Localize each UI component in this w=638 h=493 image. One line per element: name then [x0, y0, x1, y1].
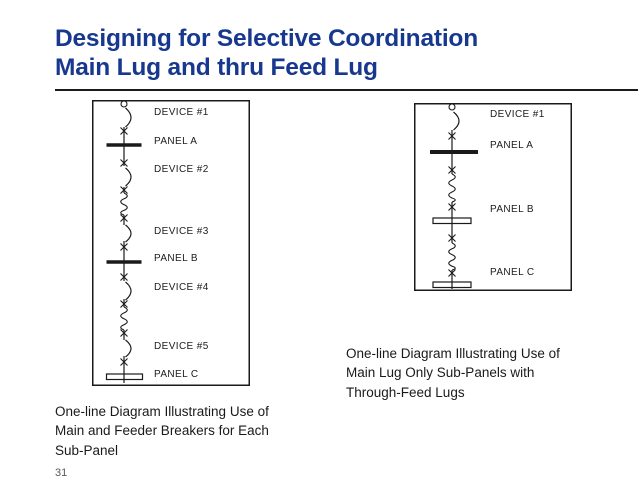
breaker-arc-icon-device1	[453, 111, 460, 131]
caption-line: One-line Diagram Illustrating Use of	[346, 346, 560, 361]
panel-c-lug-rect	[105, 373, 144, 381]
left-diagram-border	[92, 100, 250, 386]
label-panel-b: PANEL B	[154, 253, 198, 264]
label-panel-a: PANEL A	[490, 140, 533, 151]
title-line-2: Main Lug and thru Feed Lug	[55, 54, 378, 81]
source-terminal-icon	[120, 100, 128, 108]
feeder-conductor-squiggle-2	[448, 242, 456, 271]
caption-line: Through-Feed Lugs	[346, 384, 465, 400]
right-one-line-diagram: DEVICE #1 PANEL A PANEL B PANEL C	[414, 103, 572, 291]
panel-c-lug-rect	[432, 281, 472, 289]
label-panel-c: PANEL C	[490, 267, 534, 278]
left-diagram-caption: One-line Diagram Illustrating Use of Mai…	[55, 402, 269, 460]
label-device-1: DEVICE #1	[154, 107, 209, 118]
breaker-arc-icon-device4	[125, 281, 132, 301]
breaker-arc-icon-device2	[125, 167, 132, 187]
feeder-conductor-squiggle-1	[120, 192, 128, 216]
label-device-1: DEVICE #1	[490, 109, 545, 120]
page-number: 31	[55, 467, 68, 479]
right-diagram-caption: One-line Diagram Illustrating Use of Mai…	[346, 344, 560, 402]
label-panel-a: PANEL A	[154, 136, 197, 147]
breaker-arc-icon-device1	[125, 107, 132, 128]
breaker-arc-icon-device3	[125, 224, 132, 243]
right-diagram-border	[414, 103, 572, 291]
slide-title: Designing for Selective Coordination Mai…	[55, 24, 478, 82]
label-device-2: DEVICE #2	[154, 164, 209, 175]
caption-line: Main Lug Only Sub-Panels with	[346, 365, 535, 381]
left-one-line-diagram: DEVICE #1 PANEL A DEVICE #2 DEVICE #3 PA…	[92, 100, 250, 386]
label-device-3: DEVICE #3	[154, 226, 209, 237]
label-device-4: DEVICE #4	[154, 282, 209, 293]
source-terminal-icon	[448, 103, 456, 111]
label-panel-c: PANEL C	[154, 369, 198, 380]
panel-b-lug-rect	[432, 217, 472, 225]
x-connection-marks	[120, 127, 128, 366]
x-connection-marks	[448, 132, 456, 277]
caption-line: Main and Feeder Breakers for Each	[55, 423, 269, 439]
breaker-arc-icon-device5	[125, 339, 132, 358]
feeder-conductor-squiggle-1	[448, 173, 456, 203]
label-device-5: DEVICE #5	[154, 341, 209, 352]
caption-line: Sub-Panel	[55, 442, 119, 458]
feeder-conductor-squiggle-2	[120, 306, 128, 331]
label-panel-b: PANEL B	[490, 204, 534, 215]
caption-line: One-line Diagram Illustrating Use of	[55, 404, 269, 419]
title-line-1: Designing for Selective Coordination	[55, 25, 478, 52]
title-underline	[55, 89, 638, 91]
